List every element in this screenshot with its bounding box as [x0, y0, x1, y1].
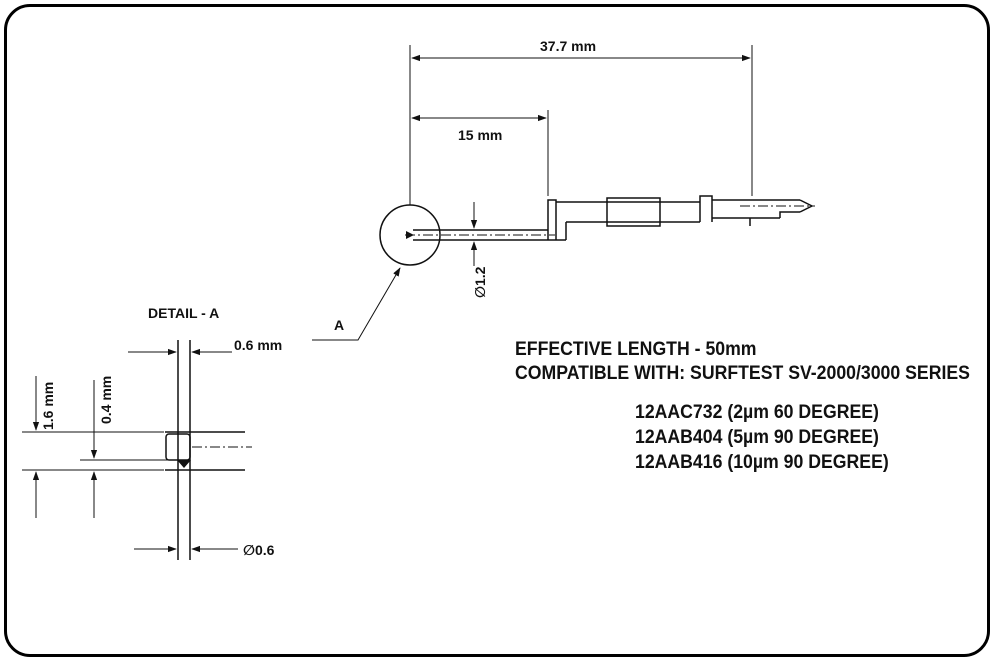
- compatibility-note: COMPATIBLE WITH: SURFTEST SV-2000/3000 S…: [515, 363, 970, 384]
- stylus-length-label: 15 mm: [458, 127, 502, 143]
- tip-height-label: 1.6 mm: [40, 382, 56, 430]
- stylus-tip-icon: [406, 231, 414, 239]
- part-number-item: 12AAC732 (2µm 60 DEGREE): [635, 402, 879, 423]
- detail-marker-label: A: [334, 317, 344, 333]
- detail-leader: A: [312, 267, 401, 341]
- drawing-frame: [4, 4, 990, 657]
- tip-offset-label: 0.4 mm: [98, 376, 114, 424]
- total-length-label: 37.7 mm: [540, 38, 596, 54]
- part-number-item: 12AAB404 (5µm 90 DEGREE): [635, 427, 879, 448]
- stylus-assembly: [379, 195, 815, 266]
- rod-diameter-label: ∅1.2: [472, 266, 488, 298]
- length-dimensions: 37.7 mm 15 mm: [409, 38, 753, 205]
- tip-diameter-label: ∅0.6: [243, 542, 275, 558]
- part-number-item: 12AAB416 (10µm 90 DEGREE): [635, 452, 889, 473]
- effective-length-note: EFFECTIVE LENGTH - 50mm: [515, 339, 757, 360]
- tip-width-label: 0.6 mm: [234, 337, 282, 353]
- rod-diameter-dimension: ∅1.2: [470, 202, 488, 298]
- detail-a-title: DETAIL - A: [148, 305, 219, 321]
- part-number-list: 12AAC732 (2µm 60 DEGREE) 12AAB404 (5µm 9…: [635, 400, 889, 475]
- spec-notes: EFFECTIVE LENGTH - 50mm COMPATIBLE WITH:…: [515, 338, 970, 386]
- detail-a-view: DETAIL - A 0.6 mm ∅0.6 1.6 mm 0.4 mm: [22, 305, 282, 560]
